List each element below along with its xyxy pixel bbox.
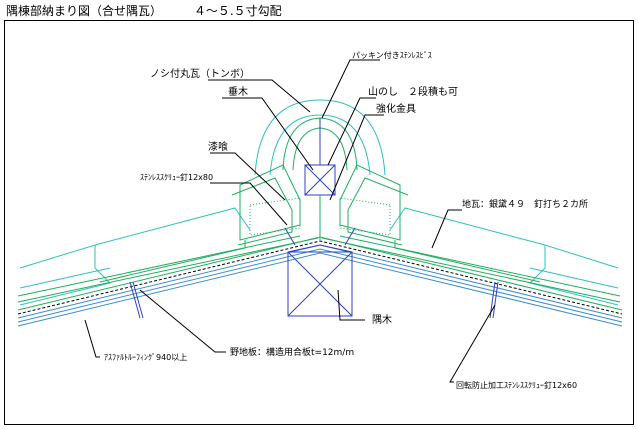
hip-rafter bbox=[287, 244, 353, 317]
label-anti-rotation: 回転防止加工ｽﾃﾝﾚｽｽｸﾘｭｰ釘12x60 bbox=[456, 380, 577, 390]
annotation-labels: ノシ付丸瓦（トンボ） パッキン付きｽﾃﾝﾚｽﾋﾞｽ 垂木 山のし ２段積も可 強… bbox=[104, 50, 588, 390]
label-kyouka: 強化金具 bbox=[376, 102, 416, 115]
leader-lines bbox=[84, 59, 496, 383]
label-sumigi: 隅木 bbox=[372, 314, 392, 326]
drawing-frame bbox=[4, 20, 634, 425]
label-jigawara: 地瓦：銀黛４９ 釘打ち２カ所 bbox=[462, 198, 588, 210]
title-text: 隅棟部納まり図（合せ隅瓦） bbox=[6, 4, 163, 18]
label-asphalt: ｱｽﾌｧﾙﾄﾙｰﾌｨﾝｸﾞ940以上 bbox=[104, 353, 187, 362]
label-packing-screw: パッキン付きｽﾃﾝﾚｽﾋﾞｽ bbox=[352, 50, 432, 60]
label-stainless-screw: ｽﾃﾝﾚｽｽｸﾘｭｰ釘12x80 bbox=[140, 172, 213, 182]
label-yamanoshi: 山のし ２段積も可 bbox=[368, 85, 458, 98]
label-noshi: ノシ付丸瓦（トンボ） bbox=[150, 67, 250, 80]
drawing-title: 隅棟部納まり図（合せ隅瓦） ４～５.５寸勾配 bbox=[6, 2, 282, 19]
outer-tile-outline bbox=[19, 99, 619, 306]
ridge-tiles bbox=[17, 117, 621, 303]
label-nojiita: 野地板：構造用合板t=12m/m bbox=[230, 346, 354, 358]
ridge-board bbox=[304, 118, 336, 240]
screws bbox=[129, 227, 499, 319]
pitch-ratio: ４～５.５寸勾配 bbox=[193, 4, 282, 18]
mortar-fill bbox=[249, 197, 391, 236]
label-taruki: 垂木 bbox=[228, 86, 248, 98]
label-shikkui: 漆喰 bbox=[208, 140, 228, 153]
